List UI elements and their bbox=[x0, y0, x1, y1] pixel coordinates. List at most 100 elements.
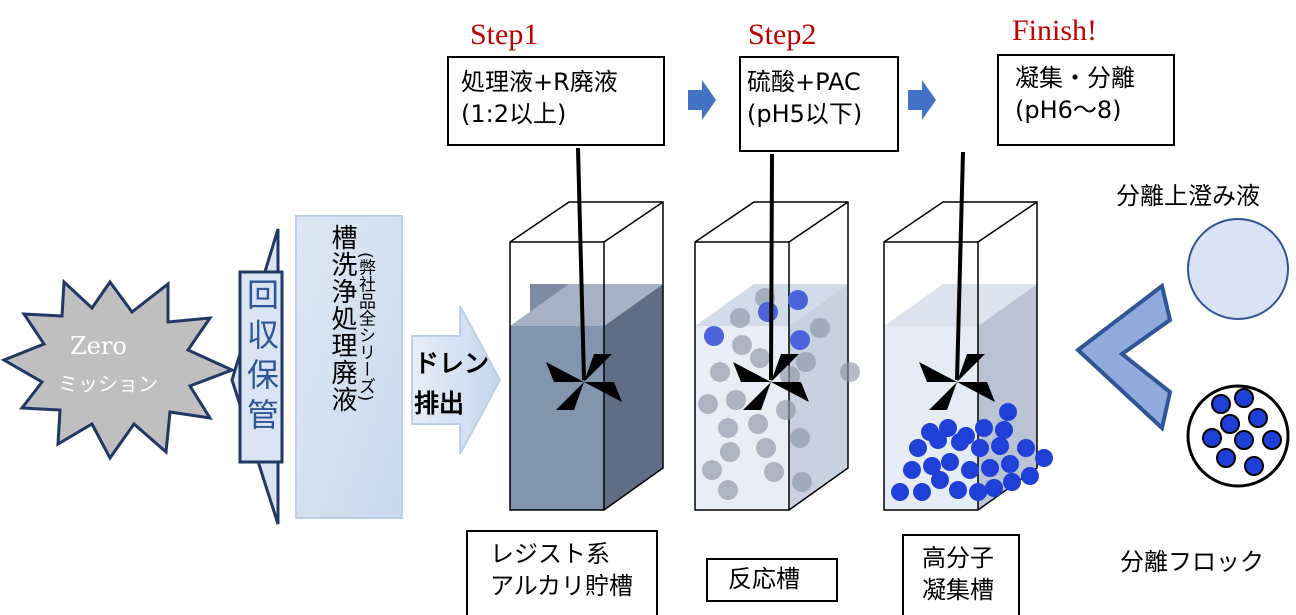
step1-line1: 処理液+R廃液 bbox=[461, 68, 618, 96]
floc-output-particle bbox=[1234, 430, 1254, 450]
floc-particle bbox=[985, 479, 1003, 497]
floc-particle bbox=[1035, 449, 1053, 467]
tank1-label-line1: レジスト系 bbox=[490, 540, 610, 568]
tank1-label-line2: アルカリ貯槽 bbox=[490, 572, 634, 600]
reaction-particle bbox=[796, 352, 816, 372]
storage-arrow-body bbox=[238, 270, 284, 464]
step1-title: Step1 bbox=[470, 18, 539, 51]
floc-output-particle bbox=[1244, 456, 1264, 476]
finish-box: 凝集・分離 (pH6〜8) bbox=[997, 54, 1175, 146]
floc-particle bbox=[981, 459, 999, 477]
separation-chevron bbox=[1074, 282, 1173, 432]
waste-panel bbox=[295, 215, 403, 519]
zero-label-2: ミッション bbox=[58, 372, 158, 396]
floc-output-particle bbox=[1211, 394, 1231, 414]
floc-output-particle bbox=[1220, 414, 1240, 434]
reaction-particle bbox=[720, 442, 740, 462]
reaction-particle bbox=[726, 390, 746, 410]
reaction-particle bbox=[810, 318, 830, 338]
step-arrow-1 bbox=[688, 80, 716, 120]
step-arrow-2 bbox=[908, 80, 936, 120]
tank3-label-line2: 凝集槽 bbox=[922, 576, 994, 604]
reaction-particle bbox=[790, 330, 810, 350]
floc-particle bbox=[941, 453, 959, 471]
floc-particle bbox=[921, 423, 939, 441]
step2-box: 硫酸+PAC (pH5以下) bbox=[739, 56, 899, 152]
zero-label-1: Zero bbox=[70, 332, 127, 360]
reaction-particle bbox=[780, 366, 800, 386]
floc-particle bbox=[1021, 467, 1039, 485]
floc-particle bbox=[939, 419, 957, 437]
floc-particle bbox=[999, 403, 1017, 421]
floc-particle bbox=[923, 457, 941, 475]
floc-particle bbox=[971, 439, 989, 457]
floc-output-particle bbox=[1248, 408, 1268, 428]
finish-title: Finish! bbox=[1012, 14, 1098, 47]
reaction-particles bbox=[698, 288, 860, 500]
drain-label-2: 排出 bbox=[414, 389, 465, 418]
floc-particle bbox=[957, 427, 975, 445]
floc-particle bbox=[995, 421, 1013, 439]
floc-output-particles bbox=[1202, 388, 1282, 476]
reaction-particle bbox=[710, 362, 730, 382]
step1-line2: (1:2以上) bbox=[461, 100, 567, 128]
reaction-particle bbox=[698, 394, 718, 414]
floc-particle bbox=[909, 439, 927, 457]
floc-particles bbox=[891, 403, 1053, 501]
floc-particle bbox=[991, 437, 1009, 455]
reaction-particle bbox=[764, 462, 784, 482]
reaction-particle bbox=[702, 460, 722, 480]
floc-particle bbox=[903, 461, 921, 479]
floc-particle bbox=[969, 483, 987, 501]
floc-label: 分離フロック bbox=[1120, 548, 1264, 576]
stirrer-blade-2 bbox=[733, 354, 809, 410]
reaction-particle bbox=[732, 335, 752, 355]
reaction-particle bbox=[758, 302, 778, 322]
reaction-particle bbox=[840, 362, 860, 382]
floc-output-particle bbox=[1216, 448, 1236, 468]
reaction-particle bbox=[730, 308, 750, 328]
reaction-particle bbox=[718, 480, 738, 500]
floc-particle bbox=[1001, 455, 1019, 473]
floc-particle bbox=[913, 483, 931, 501]
tank3-label-line1: 高分子 bbox=[922, 544, 994, 572]
stirrer-blade-3 bbox=[919, 354, 995, 410]
reaction-particle bbox=[718, 418, 738, 438]
floc-particle bbox=[961, 461, 979, 479]
finish-line2: (pH6〜8) bbox=[1015, 96, 1122, 124]
stirrer-shaft-1 bbox=[576, 147, 586, 381]
step2-line2: (pH5以下) bbox=[747, 100, 863, 128]
finish-line1: 凝集・分離 bbox=[1015, 64, 1135, 92]
zero-mission-starburst bbox=[0, 278, 236, 461]
stirrer-shaft-2 bbox=[769, 153, 774, 381]
floc-particle bbox=[949, 481, 967, 499]
reaction-particle bbox=[756, 438, 776, 458]
storage-label: 回収保管 bbox=[242, 278, 280, 438]
drain-label-1: ドレン bbox=[414, 349, 490, 378]
floc-output-particle bbox=[1202, 428, 1222, 448]
floc-particle bbox=[891, 483, 909, 501]
waste-main-label: 槽洗浄処理廃液 bbox=[327, 224, 357, 413]
waste-sub-label: (弊社品全シリーズ) bbox=[355, 252, 375, 402]
supernatant-label: 分離上澄み液 bbox=[1116, 182, 1260, 210]
floc-particle bbox=[1003, 473, 1021, 491]
floc-particle bbox=[931, 471, 949, 489]
tank2-label-line1: 反応槽 bbox=[728, 565, 800, 593]
reaction-particle bbox=[790, 428, 810, 448]
floc-output-particle bbox=[1234, 388, 1254, 408]
floc-particle bbox=[1017, 439, 1035, 457]
floc-output-particle bbox=[1262, 430, 1282, 450]
tank-resist-alkali bbox=[509, 201, 664, 511]
stirrer-blade-1 bbox=[546, 354, 622, 410]
reaction-particle bbox=[748, 414, 768, 434]
supernatant-circle bbox=[1187, 218, 1289, 320]
reaction-particle bbox=[750, 348, 770, 368]
reaction-particle bbox=[788, 290, 808, 310]
tank3-label-box: 高分子 凝集槽 bbox=[902, 534, 1020, 615]
step2-line1: 硫酸+PAC bbox=[747, 68, 861, 96]
reaction-particle bbox=[792, 472, 812, 492]
stirrer-shaft-3 bbox=[955, 151, 965, 381]
tank1-label-box: レジスト系 アルカリ貯槽 bbox=[466, 530, 658, 615]
drain-arrow bbox=[411, 305, 502, 455]
